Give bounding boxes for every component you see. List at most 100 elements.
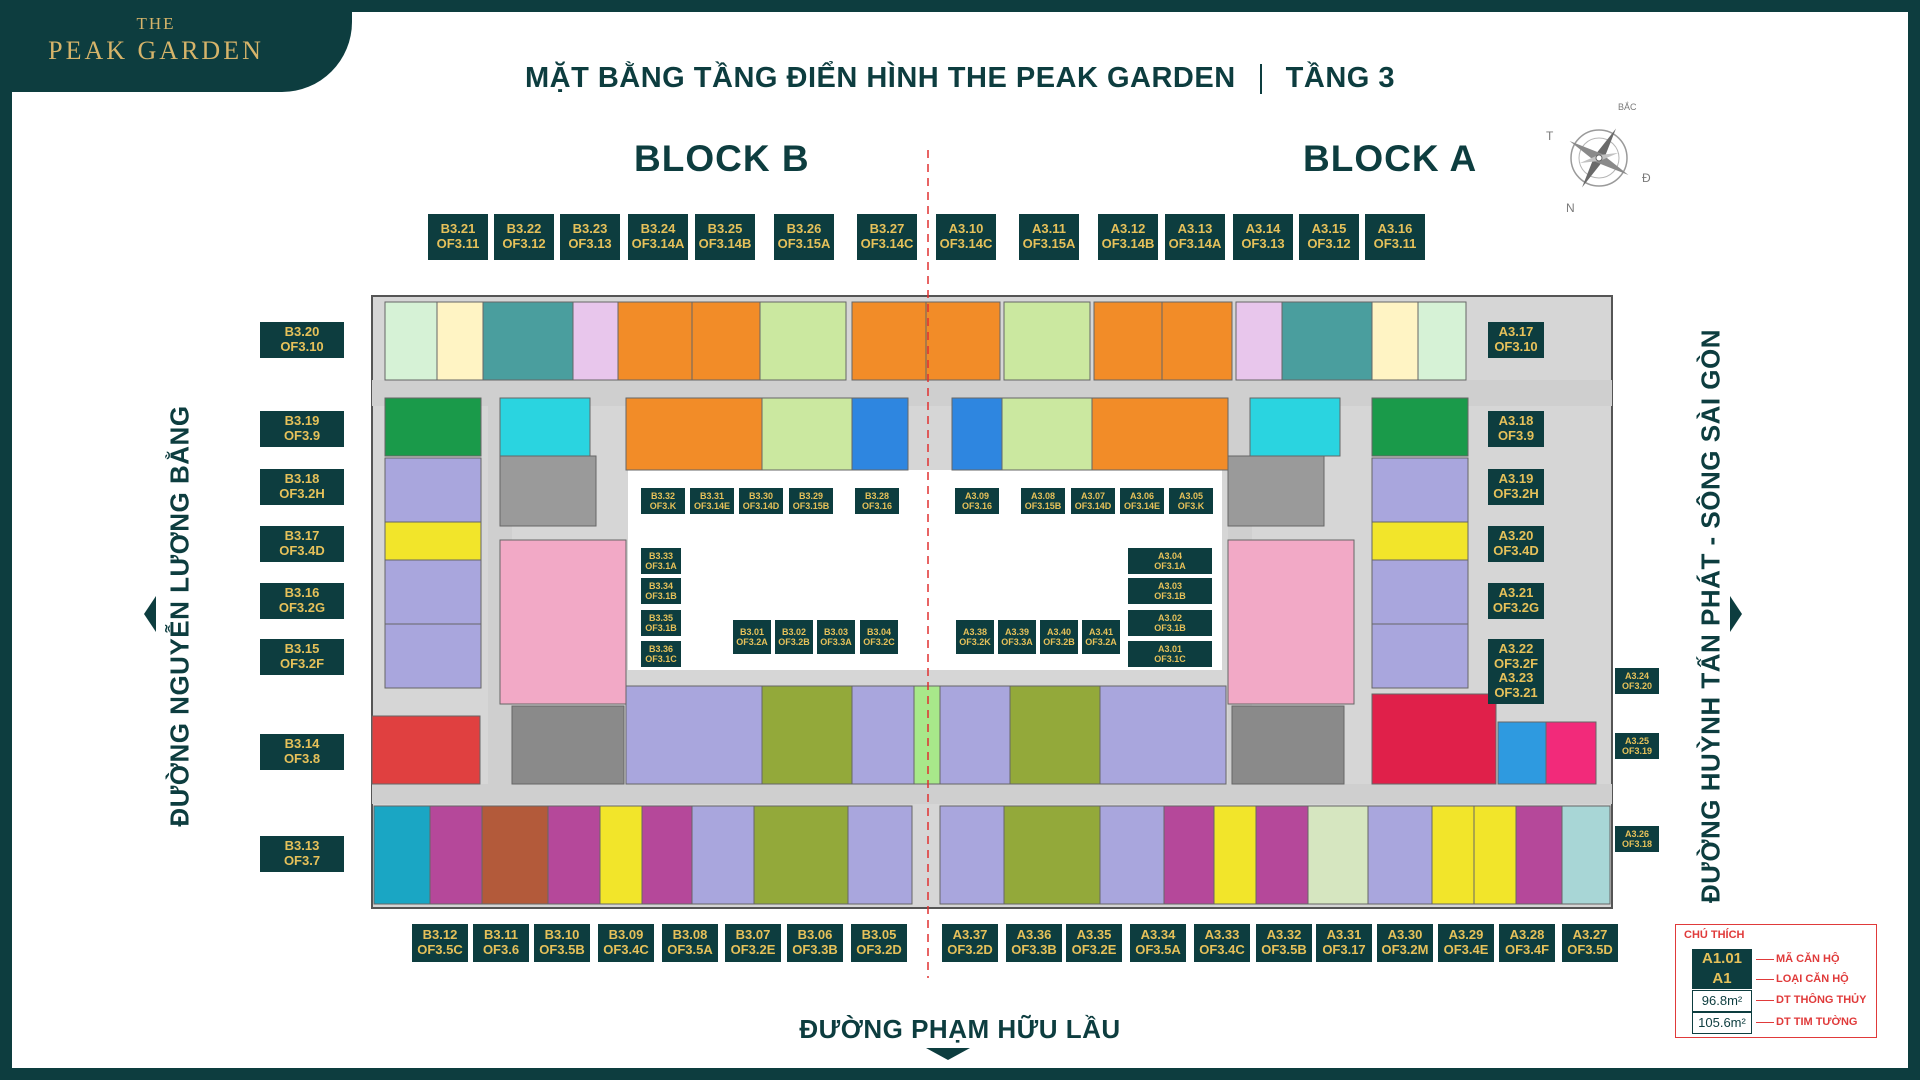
unit-code: A3.01	[1157, 643, 1183, 654]
unit-code: B3.11	[484, 927, 518, 943]
unit-code: B3.12	[422, 927, 458, 943]
unit-code: B3.06	[797, 927, 833, 943]
logo-panel: THE PEAK GARDEN	[0, 0, 352, 92]
unit-type: OF3.14A	[1168, 236, 1222, 251]
unit-code: B3.03	[823, 626, 849, 637]
unit-type: OF3.2D	[856, 942, 902, 957]
unit-code: A3.34	[1140, 927, 1176, 943]
unit-type: OF3.14D	[742, 501, 780, 511]
unit-code: A3.28	[1509, 927, 1545, 943]
unit-code: B3.10	[544, 927, 580, 943]
unit-type: OF3.14D	[1074, 501, 1112, 511]
unit-code: A3.10	[948, 221, 984, 237]
unit-type: OF3.4D	[279, 543, 325, 558]
unit-type: OF3.9	[1497, 428, 1535, 443]
unit-type: OF3.2A	[736, 637, 768, 647]
unit-code: B3.35	[648, 612, 674, 623]
unit-code: A3.35	[1076, 927, 1112, 943]
logo-line2: PEAK GARDEN	[48, 36, 264, 65]
legend-connector	[1756, 1022, 1774, 1023]
unit-type: OF3.4D	[1493, 543, 1539, 558]
unit-code: B3.22	[506, 221, 542, 237]
unit-type: OF3.1C	[1154, 654, 1186, 664]
legend-connector	[1756, 979, 1774, 980]
unit-code: A3.31	[1326, 927, 1362, 943]
unit-code: A3.14	[1245, 221, 1281, 237]
unit-type: OF3.2K	[959, 637, 991, 647]
unit-type: OF3.15A	[777, 236, 831, 251]
unit-type: OF3.2H	[1493, 486, 1539, 501]
unit-type: OF3.4E	[1443, 942, 1489, 957]
unit-code: B3.18	[284, 471, 320, 487]
unit-code: B3.05	[861, 927, 897, 943]
unit-type: OF3.2E	[1071, 942, 1117, 957]
unit-code: A3.27	[1572, 927, 1608, 943]
unit-type: OF3.16	[861, 501, 892, 511]
unit-code: B3.30	[748, 490, 774, 501]
unit-code: B3.32	[650, 490, 676, 501]
unit-code: B3.04	[866, 626, 892, 637]
unit-type: OF3.15A	[1022, 236, 1076, 251]
unit-type: OF3.14B	[698, 236, 752, 251]
unit-type: OF3.14E	[693, 501, 731, 511]
legend-area-clear: 96.8m²	[1692, 990, 1752, 1012]
unit-type: OF3.20	[1621, 681, 1652, 691]
unit-code: B3.36	[648, 643, 674, 654]
unit-type: OF3.1B	[1154, 591, 1186, 601]
unit-code: A3.09	[964, 490, 990, 501]
title-main: MẶT BẰNG TẦNG ĐIỂN HÌNH THE PEAK GARDEN	[524, 62, 1236, 94]
unit-code: B3.08	[672, 927, 708, 943]
road-right-label: ĐƯỜNG HUỲNH TẤN PHÁT - SÔNG SÀI GÒN	[1695, 328, 1726, 904]
compass-north: BẮC	[1618, 102, 1637, 112]
unit-type: OF3.13	[1241, 236, 1285, 251]
unit-type: OF3.3A	[820, 637, 852, 647]
unit-code: B3.21	[440, 221, 476, 237]
block-b-label: BLOCK B	[634, 138, 810, 179]
unit-type: OF3.8	[283, 751, 321, 766]
legend-label-wall: DT TIM TƯỜNG	[1776, 1016, 1858, 1028]
road-bottom-label: ĐƯỜNG PHẠM HỮU LẦU	[799, 1014, 1121, 1044]
legend-code: A1.01	[1692, 949, 1752, 969]
unit-code: A3.22	[1498, 641, 1534, 657]
arrow-down-icon	[926, 1048, 970, 1060]
logo-line1: THE	[136, 14, 176, 33]
unit-type: OF3.14B	[1101, 236, 1155, 251]
unit-code: A3.40	[1046, 626, 1072, 637]
legend-connector	[1756, 1000, 1774, 1001]
unit-type: OF3.1A	[1154, 561, 1186, 571]
unit-type: OF3.1B	[645, 623, 677, 633]
legend-label-clear: DT THÔNG THỦY	[1776, 994, 1867, 1006]
unit-type: OF3.4F	[1504, 942, 1550, 957]
arrow-right-icon	[1730, 596, 1742, 632]
unit-code: B3.25	[707, 221, 743, 237]
unit-type: OF3.4C	[1199, 942, 1245, 957]
unit-code: A3.13	[1177, 221, 1213, 237]
unit-code: B3.24	[640, 221, 676, 237]
unit-type: OF3.14E	[1123, 501, 1161, 511]
unit-code: B3.27	[869, 221, 905, 237]
